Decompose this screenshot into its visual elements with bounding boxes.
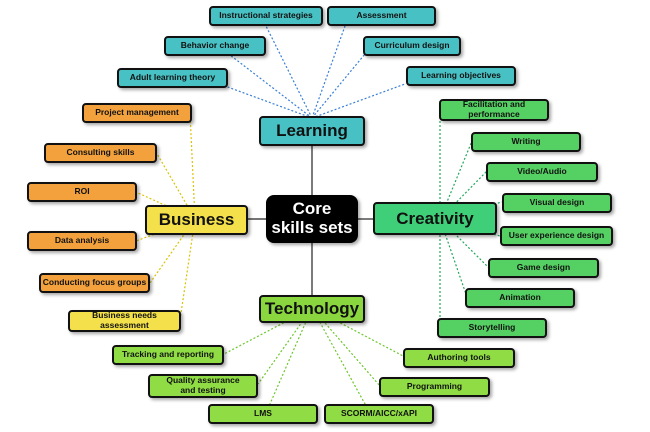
hub-business: Business (145, 205, 248, 235)
technology-item: Tracking and reporting (112, 345, 224, 365)
hub-creativity: Creativity (373, 202, 497, 235)
hub-learning: Learning (259, 116, 365, 146)
creativity-item: Writing (471, 132, 581, 152)
core-skills-node: Core skills sets (266, 195, 358, 243)
learning-item: Instructional strategies (209, 6, 323, 26)
technology-item: Quality assurance and testing (148, 374, 258, 398)
business-item: Project management (82, 103, 192, 123)
business-item: Business needs assessment (68, 310, 181, 332)
creativity-item: Animation (465, 288, 575, 308)
business-item: Consulting skills (44, 143, 157, 163)
learning-item: Learning objectives (406, 66, 516, 86)
creativity-item: Storytelling (437, 318, 547, 338)
technology-item: Programming (379, 377, 490, 397)
hub-technology: Technology (259, 295, 365, 323)
technology-item: Authoring tools (403, 348, 515, 368)
business-item: Conducting focus groups (39, 273, 150, 293)
business-item: ROI (27, 182, 137, 202)
technology-item: LMS (208, 404, 318, 424)
learning-item: Assessment (327, 6, 436, 26)
business-item: Data analysis (27, 231, 137, 251)
learning-item: Adult learning theory (117, 68, 228, 88)
technology-item: SCORM/AICC/xAPI (324, 404, 434, 424)
core-label-line2: skills sets (271, 218, 353, 237)
creativity-item: Video/Audio (486, 162, 598, 182)
creativity-item: Game design (488, 258, 599, 278)
creativity-item: User experience design (500, 226, 613, 246)
learning-item: Curriculum design (363, 36, 461, 56)
creativity-item: Facilitation and performance (439, 99, 549, 121)
learning-item: Behavior change (164, 36, 266, 56)
creativity-item: Visual design (502, 193, 612, 213)
core-label-line1: Core (292, 199, 332, 219)
